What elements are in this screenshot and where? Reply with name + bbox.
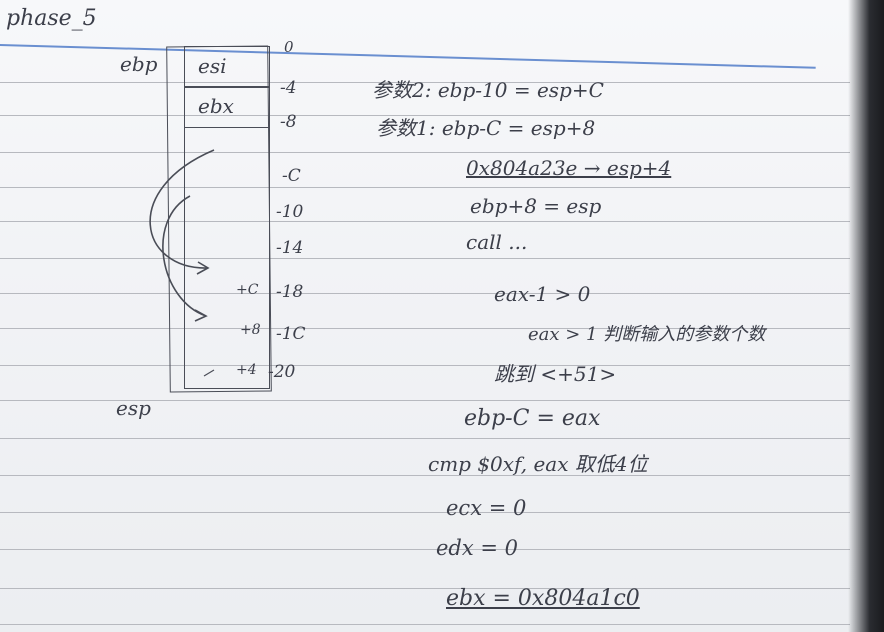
ruled-line (0, 152, 850, 153)
cell-esi-text: esi (198, 54, 227, 78)
ruled-line (0, 438, 850, 439)
note-line: 参数2: ebp-10 = esp+C (372, 78, 604, 102)
stack-cell-ebx (184, 86, 270, 128)
note-line: ebp+8 = esp (470, 194, 602, 218)
note-line: 参数1: ebp-C = esp+8 (376, 116, 596, 140)
ruled-line (0, 512, 850, 513)
offset-label: -14 (276, 238, 304, 258)
offset-label: -20 (268, 362, 296, 382)
offset-label: -4 (280, 78, 297, 98)
ruled-line (0, 221, 850, 222)
label-esp: esp (116, 396, 151, 420)
page-title: phase_5 (6, 6, 97, 31)
note-line: ecx = 0 (446, 496, 527, 520)
offset-label: -18 (276, 282, 304, 302)
ruled-line (0, 475, 850, 476)
ruled-line (0, 82, 850, 83)
offset-label: -8 (280, 112, 297, 132)
offset-label: -10 (276, 202, 304, 222)
inner-mark: +8 (240, 322, 261, 338)
label-ebp: ebp (120, 52, 158, 76)
offset-label: -C (282, 166, 301, 186)
offset-label: 0 (284, 38, 294, 56)
note-line: eax > 1 判断输入的参数个数 (528, 324, 766, 345)
ruled-line (0, 549, 850, 550)
offset-label: -1C (276, 324, 306, 344)
stack-cell-esi (184, 46, 270, 88)
ruled-line (0, 588, 850, 589)
note-line: call ... (466, 230, 528, 254)
ruled-line (0, 115, 850, 116)
inner-mark: +4 (236, 362, 257, 378)
note-line: 0x804a23e → esp+4 (466, 156, 672, 180)
cell-ebx-text: ebx (198, 94, 234, 118)
ruled-line (0, 328, 850, 329)
ruled-line (0, 187, 850, 188)
ruled-line (0, 365, 850, 366)
note-line: ebp-C = eax (464, 406, 601, 431)
note-line: edx = 0 (436, 536, 519, 560)
note-line: eax-1 > 0 (494, 282, 591, 306)
ruled-line (0, 293, 850, 294)
ruled-line (0, 258, 850, 259)
stack-column (184, 126, 270, 389)
note-line: 跳到 <+51> (494, 362, 617, 386)
inner-mark: +C (236, 282, 259, 298)
ruled-line (0, 624, 850, 625)
note-line: cmp $0xf, eax 取低4位 (428, 452, 648, 476)
note-line: ebx = 0x804a1c0 (446, 586, 640, 611)
ruled-line (0, 400, 850, 401)
background-edge (848, 0, 884, 632)
